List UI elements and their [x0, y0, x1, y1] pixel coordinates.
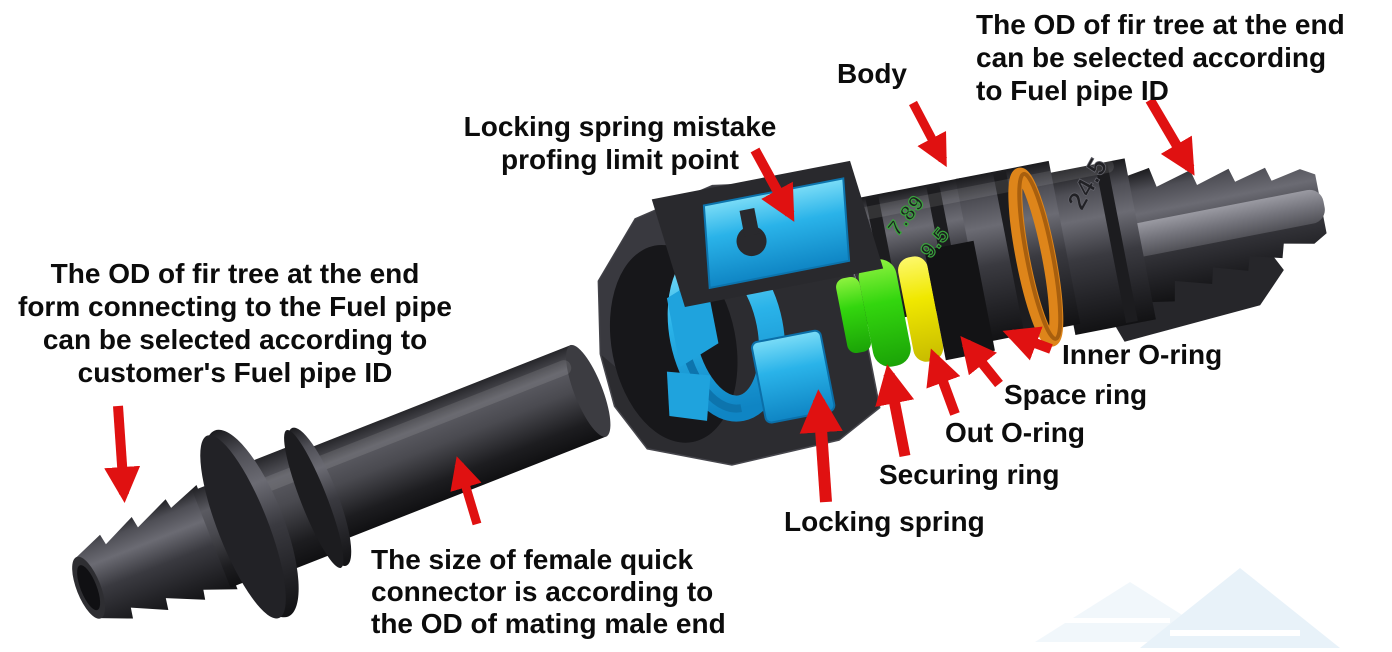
male-tip-bore — [77, 565, 101, 611]
male-fir-tree-barbs — [75, 484, 238, 619]
space-ring-dark — [924, 240, 995, 361]
body-label: Body — [837, 58, 907, 89]
pointer-arrows — [104, 97, 1195, 526]
male-tube-highlight — [248, 360, 572, 497]
inner-oring-orange — [1008, 167, 1064, 347]
securing-ring-green — [858, 259, 911, 367]
male-tube — [301, 344, 608, 543]
locking-spring-arrow — [799, 389, 843, 503]
fir-tree-left-arrow — [104, 405, 141, 503]
od-fir-tree-right-label: The OD of fir tree at the end can be sel… — [976, 9, 1345, 106]
out-oring-yellow — [898, 256, 944, 362]
fir-tree-right-arrow — [1145, 97, 1195, 176]
female-body-highlight — [848, 159, 1114, 222]
female-hex-shading — [598, 181, 847, 379]
securing-ring-peek — [836, 276, 871, 354]
mistake-proofing-slot — [739, 207, 760, 237]
locking-spring-label: Locking spring — [784, 506, 985, 537]
locking-spring-spoke-lower — [666, 371, 711, 421]
male-connector — [72, 344, 611, 619]
space-ring-arrow — [960, 335, 1003, 388]
female-connector: 7.89 9.5 24.5 — [597, 152, 1327, 466]
female-rear-ridge — [1095, 163, 1138, 324]
body-arrow — [909, 100, 947, 168]
securing-ring-label: Securing ring — [879, 459, 1060, 490]
mistake-proofing-plate — [702, 177, 851, 290]
male-tube-end-cap — [566, 344, 611, 437]
male-small-flange-rim — [284, 429, 344, 568]
space-ring-label: Space ring — [1004, 379, 1148, 410]
mistake-proofing-arrow — [750, 147, 795, 222]
watermark-logo — [1035, 568, 1340, 648]
female-fir-tree-section-bar — [1115, 189, 1325, 259]
securing-ring-arrow — [875, 364, 915, 458]
female-size-arrow — [450, 456, 482, 526]
inner-oring-arrow — [1002, 326, 1053, 361]
out-oring-label: Out O-ring — [945, 417, 1085, 448]
inner-oring-label: Inner O-ring — [1062, 339, 1223, 370]
inner-oring-orange-shade — [1017, 171, 1063, 341]
out-oring-arrow — [926, 348, 961, 416]
mistake-proofing-label: Locking spring mistake profing limit poi… — [463, 111, 777, 175]
od-fir-tree-left-label: The OD of fir tree at the end form conne… — [18, 258, 452, 388]
female-size-label: The size of female quick connector is ac… — [371, 544, 726, 639]
male-large-flange-face — [200, 435, 286, 619]
